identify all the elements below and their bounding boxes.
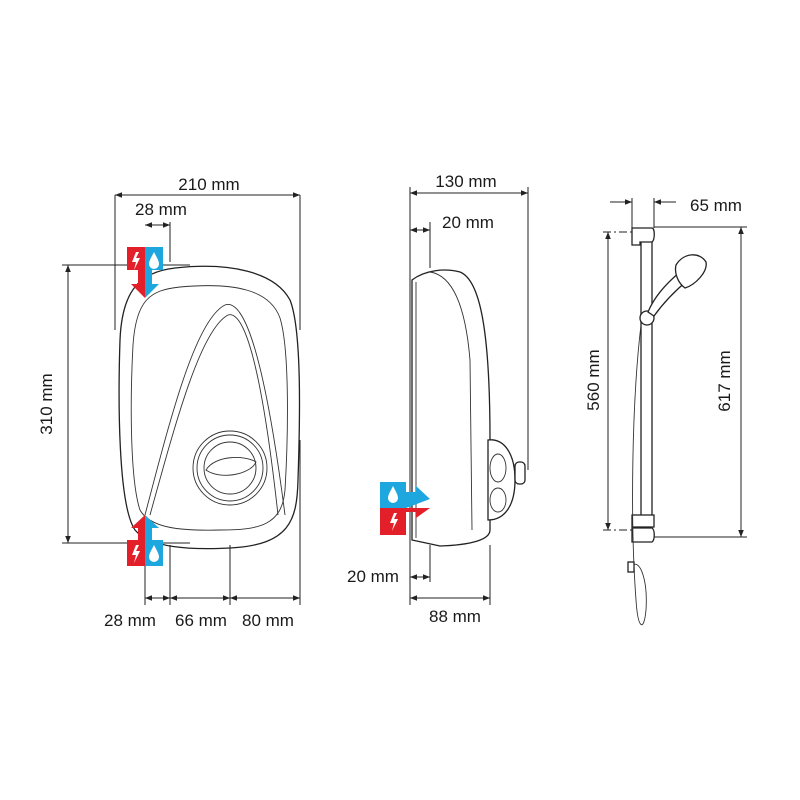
rail-bar — [640, 237, 653, 529]
electric-entry-arrow — [127, 515, 145, 566]
front-view: 210 mm 28 mm 310 mm 28 mm 66 mm 80 mm — [37, 175, 301, 630]
slider-holder — [639, 310, 655, 326]
side-view: 130 mm 20 mm 20 mm 88 mm — [347, 172, 529, 626]
side-entry-icons — [380, 482, 430, 535]
front-swoosh-inner — [149, 314, 279, 516]
water-drop-icon — [149, 545, 159, 562]
side-top-offset-label: 20 mm — [442, 213, 494, 232]
temperature-knob — [192, 430, 268, 506]
top-bracket — [631, 227, 655, 246]
shower-head — [674, 254, 707, 289]
top-entry-icons — [127, 247, 163, 298]
electric-entry-arrow — [380, 508, 430, 535]
lightning-bolt-icon — [132, 252, 140, 270]
front-bottom-offset-2-label: 66 mm — [175, 611, 227, 630]
front-bottom-offset-1-label: 28 mm — [104, 611, 156, 630]
front-bottom-offset-3-label: 80 mm — [242, 611, 294, 630]
side-knob — [487, 439, 526, 521]
bottom-bracket — [631, 527, 655, 543]
side-casing — [411, 269, 491, 547]
hose-end — [627, 561, 635, 573]
front-top-offset-label: 28 mm — [135, 200, 187, 219]
hose-retainer — [631, 514, 655, 528]
side-panel-edge — [429, 271, 473, 531]
bottom-entry-icons — [127, 515, 163, 566]
front-width-label: 210 mm — [178, 175, 239, 194]
riser-rail-view: 65 mm 560 mm 617 mm — [584, 196, 747, 625]
shower-hose — [632, 324, 647, 625]
overall-height-label: 617 mm — [715, 350, 734, 411]
side-bottom-offset-label: 20 mm — [347, 567, 399, 586]
water-drop-icon — [149, 252, 159, 269]
lightning-bolt-icon — [390, 513, 398, 531]
lightning-bolt-icon — [132, 545, 140, 563]
front-height-label: 310 mm — [37, 373, 56, 434]
water-entry-arrow — [145, 247, 163, 298]
water-entry-arrow — [145, 515, 163, 566]
front-outer-casing — [118, 265, 301, 550]
electric-entry-arrow — [127, 247, 145, 298]
side-depth-label: 130 mm — [435, 172, 496, 191]
front-swoosh — [144, 304, 286, 516]
water-drop-icon — [388, 486, 398, 503]
rail-projection-label: 65 mm — [690, 196, 742, 215]
bracket-centres-label: 560 mm — [584, 349, 603, 410]
side-body-depth-label: 88 mm — [429, 607, 481, 626]
front-inner-panel — [130, 285, 288, 531]
